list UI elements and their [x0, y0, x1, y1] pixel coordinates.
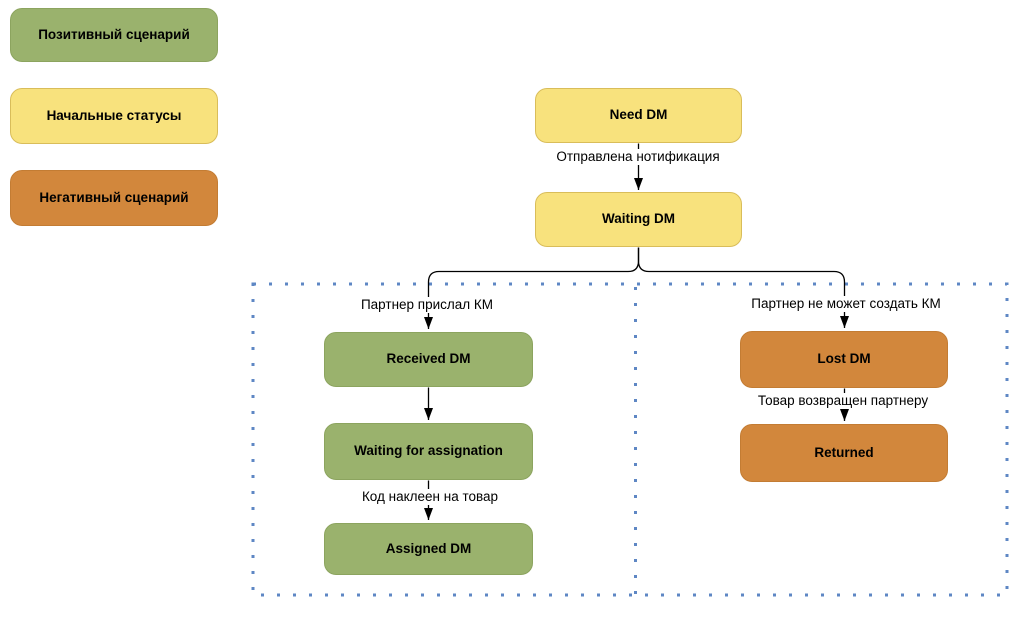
- node-returned[interactable]: Returned: [740, 424, 948, 482]
- edge-label-code-applied: Код наклеен на товар: [359, 489, 501, 505]
- node-received-dm-label: Received DM: [386, 351, 471, 367]
- node-lost-dm-label: Lost DM: [817, 351, 871, 367]
- node-need-dm-label: Need DM: [609, 107, 668, 123]
- node-assigned-dm[interactable]: Assigned DM: [324, 523, 533, 575]
- node-assigned-dm-label: Assigned DM: [385, 540, 472, 556]
- node-waiting-for-assignation-label: Waiting for assignation: [354, 443, 503, 459]
- node-waiting-dm[interactable]: Waiting DM: [535, 192, 742, 247]
- legend-positive-scenario[interactable]: Позитивный сценарий: [10, 8, 218, 62]
- legend-positive-label: Позитивный сценарий: [38, 26, 190, 42]
- edge-label-partner-cannot-create-km: Партнер не может создать КМ: [749, 296, 943, 312]
- legend-negative-label: Негативный сценарий: [39, 189, 189, 205]
- node-returned-label: Returned: [814, 444, 874, 460]
- legend-initial-label: Начальные статусы: [46, 107, 182, 123]
- edge-waiting-to-lost: [637, 247, 849, 328]
- node-waiting-for-assignation[interactable]: Waiting for assignation: [324, 423, 533, 480]
- edge-label-notification-sent: Отправлена нотификация: [554, 149, 722, 165]
- node-lost-dm[interactable]: Lost DM: [740, 331, 948, 388]
- node-need-dm[interactable]: Need DM: [535, 88, 742, 143]
- node-received-dm[interactable]: Received DM: [324, 332, 533, 387]
- legend-initial-statuses[interactable]: Начальные статусы: [10, 88, 218, 144]
- edge-label-partner-sent-km: Партнер прислал КМ: [358, 297, 496, 313]
- edge-waiting-to-received: [424, 247, 640, 329]
- node-waiting-dm-label: Waiting DM: [602, 211, 675, 227]
- legend-negative-scenario[interactable]: Негативный сценарий: [10, 170, 218, 226]
- edge-label-goods-returned: Товар возвращен партнеру: [755, 393, 931, 409]
